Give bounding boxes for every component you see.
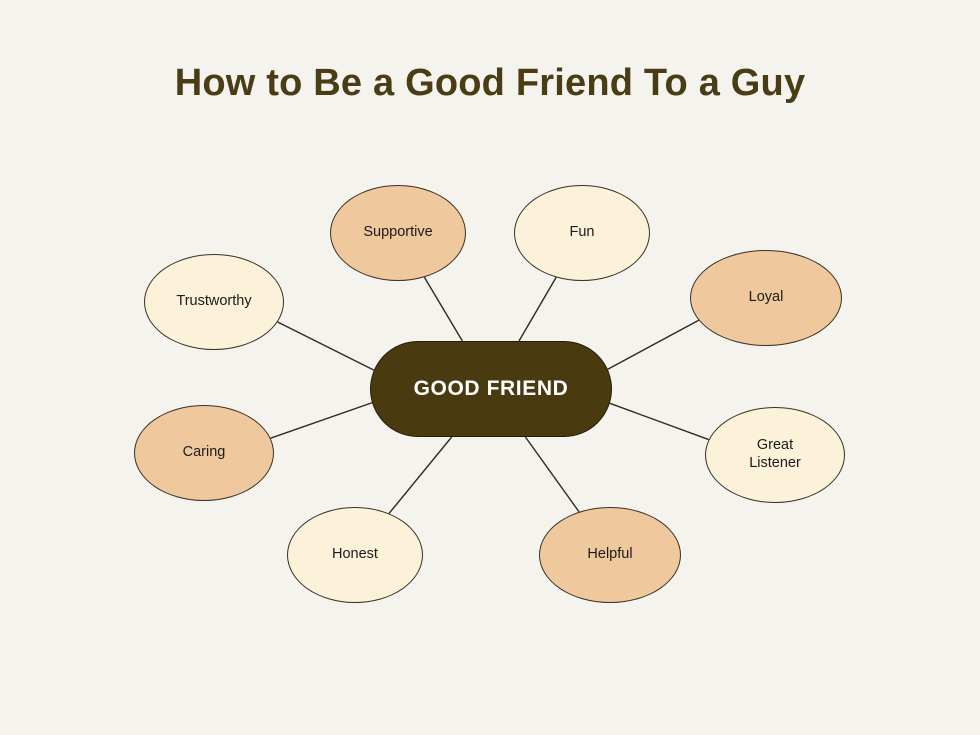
connector-center-to-trustworthy (277, 321, 375, 371)
node-loyal[interactable]: Loyal (690, 250, 842, 346)
center-node-good-friend[interactable]: GOOD FRIEND (370, 341, 612, 437)
node-label-loyal: Loyal (748, 289, 784, 306)
node-caring[interactable]: Caring (134, 405, 274, 501)
node-label-supportive: Supportive (363, 224, 433, 241)
node-label-fun: Fun (569, 224, 595, 241)
connector-center-to-helpful (524, 436, 580, 513)
node-label-trustworthy: Trustworthy (176, 293, 252, 310)
connector-center-to-fun (518, 277, 557, 342)
node-fun[interactable]: Fun (514, 185, 650, 281)
node-honest[interactable]: Honest (287, 507, 423, 603)
connector-center-to-supportive (423, 276, 463, 342)
connector-center-to-caring (270, 402, 373, 439)
connector-center-to-great-listener (609, 402, 709, 441)
center-node-label: GOOD FRIEND (413, 377, 569, 400)
node-label-honest: Honest (332, 546, 378, 563)
connector-center-to-honest (388, 436, 453, 514)
node-label-great-listener: Great Listener (749, 437, 801, 471)
node-label-caring: Caring (182, 444, 226, 461)
node-helpful[interactable]: Helpful (539, 507, 681, 603)
page-title: How to Be a Good Friend To a Guy (174, 62, 806, 104)
node-great-listener[interactable]: Great Listener (705, 407, 845, 503)
node-supportive[interactable]: Supportive (330, 185, 466, 281)
connector-center-to-loyal (607, 319, 700, 370)
node-label-helpful: Helpful (587, 546, 633, 563)
node-trustworthy[interactable]: Trustworthy (144, 254, 284, 350)
